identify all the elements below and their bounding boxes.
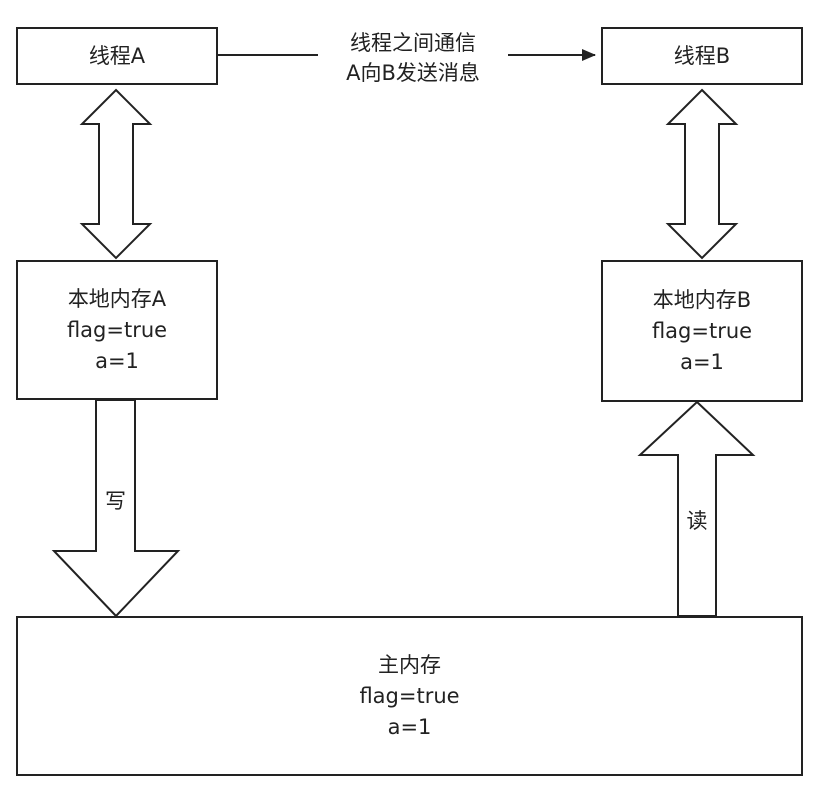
thread-b-label: 线程B — [673, 43, 731, 68]
local-memory-a-flag: flag=true — [66, 317, 168, 342]
communication-label: 线程之间通信 A向B发送消息 — [318, 28, 508, 88]
main-memory-value: a=1 — [387, 714, 432, 739]
double-arrow-a — [79, 88, 153, 260]
main-memory-title: 主内存 — [378, 652, 441, 677]
main-memory-flag: flag=true — [359, 683, 460, 708]
local-memory-b-value: a=1 — [680, 349, 724, 374]
communication-line-2: A向B发送消息 — [346, 61, 480, 85]
communication-line-1: 线程之间通信 — [350, 31, 476, 55]
double-arrow-b — [665, 88, 739, 260]
local-memory-a-node: 本地内存A flag=true a=1 — [16, 260, 218, 400]
local-memory-a-value: a=1 — [95, 348, 139, 373]
write-arrow — [51, 399, 181, 618]
thread-b-node: 线程B — [601, 27, 803, 85]
local-memory-a-title: 本地内存A — [67, 286, 167, 311]
local-memory-b-title: 本地内存B — [652, 287, 752, 312]
thread-a-node: 线程A — [16, 27, 218, 85]
write-label: 写 — [105, 489, 126, 513]
read-label: 读 — [686, 509, 708, 533]
main-memory-node: 主内存 flag=true a=1 — [16, 616, 803, 776]
local-memory-b-flag: flag=true — [651, 318, 753, 343]
local-memory-b-node: 本地内存B flag=true a=1 — [601, 260, 803, 402]
thread-a-label: 线程A — [88, 43, 146, 68]
